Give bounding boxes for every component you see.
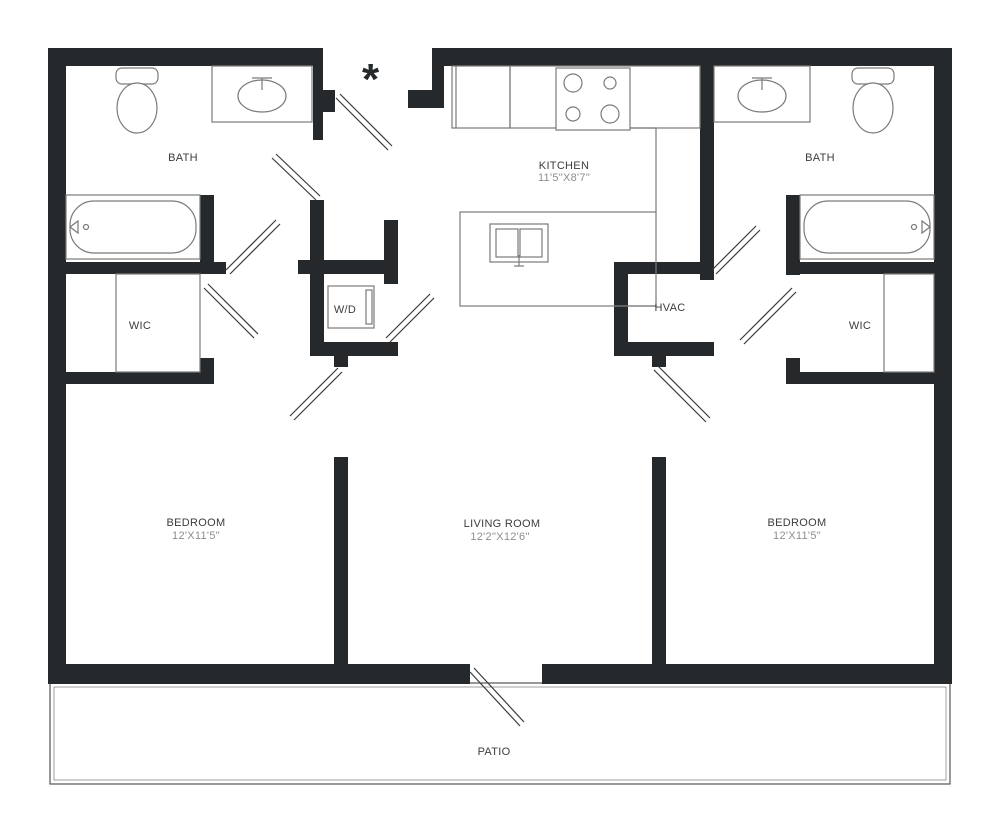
patio-outline-inner bbox=[53, 686, 947, 781]
toilet-icon bbox=[851, 67, 895, 134]
room-label-kitchen: KITCHEN bbox=[538, 160, 590, 172]
outer-walls bbox=[48, 48, 952, 684]
room-label-wic-left: WIC bbox=[128, 320, 152, 332]
kitchen-island bbox=[459, 211, 657, 307]
sink-icon bbox=[211, 65, 313, 123]
wic-shelf bbox=[115, 273, 201, 373]
doors bbox=[203, 93, 797, 727]
patio-outline bbox=[49, 682, 951, 785]
room-label-wd: W/D bbox=[333, 304, 357, 316]
room-label-bedroom-right: BEDROOM bbox=[767, 517, 827, 529]
bath-door-right bbox=[739, 287, 797, 345]
toilet-icon bbox=[115, 67, 159, 134]
kitchen-sink-icon bbox=[489, 223, 549, 267]
bathtub-icon bbox=[65, 194, 201, 260]
wd-door bbox=[385, 293, 435, 343]
sink-icon bbox=[713, 65, 811, 123]
wd-closet-walls bbox=[298, 200, 398, 367]
fridge-icon bbox=[451, 65, 511, 129]
washer-dryer-door bbox=[365, 289, 373, 325]
bedroom-door-right bbox=[653, 365, 711, 423]
room-dims-bedroom-left: 12'X11'5" bbox=[172, 530, 220, 542]
patio-door bbox=[469, 667, 525, 727]
entry-door bbox=[335, 93, 393, 151]
bath-door-left bbox=[271, 153, 321, 201]
room-dims-living: 12'2"X12'6" bbox=[470, 531, 530, 543]
room-label-bath-left: BATH bbox=[168, 152, 198, 164]
washer-dryer-icon bbox=[327, 285, 375, 329]
right-interior-walls bbox=[614, 66, 934, 664]
hvac-door bbox=[711, 225, 761, 275]
bedroom-door-left bbox=[289, 367, 343, 421]
wic-shelf bbox=[883, 273, 935, 373]
room-dims-bedroom-right: 12'X11'5" bbox=[773, 530, 821, 542]
room-label-hvac: HVAC bbox=[654, 302, 686, 314]
counter-edge bbox=[630, 127, 657, 212]
room-label-wic-right: WIC bbox=[848, 320, 872, 332]
room-dims-kitchen: 11'5"X8'7" bbox=[537, 172, 591, 184]
room-label-bedroom-left: BEDROOM bbox=[166, 517, 226, 529]
left-interior-walls bbox=[66, 195, 348, 664]
bathtub-icon bbox=[799, 194, 935, 260]
room-label-living: LIVING ROOM bbox=[463, 518, 541, 530]
entry-marker: * bbox=[362, 55, 380, 104]
room-label-patio: PATIO bbox=[477, 746, 511, 758]
room-label-bath-right: BATH bbox=[805, 152, 835, 164]
bath-door-left-2 bbox=[225, 219, 281, 275]
stove-icon bbox=[555, 67, 631, 131]
wic-door-left bbox=[203, 283, 259, 339]
